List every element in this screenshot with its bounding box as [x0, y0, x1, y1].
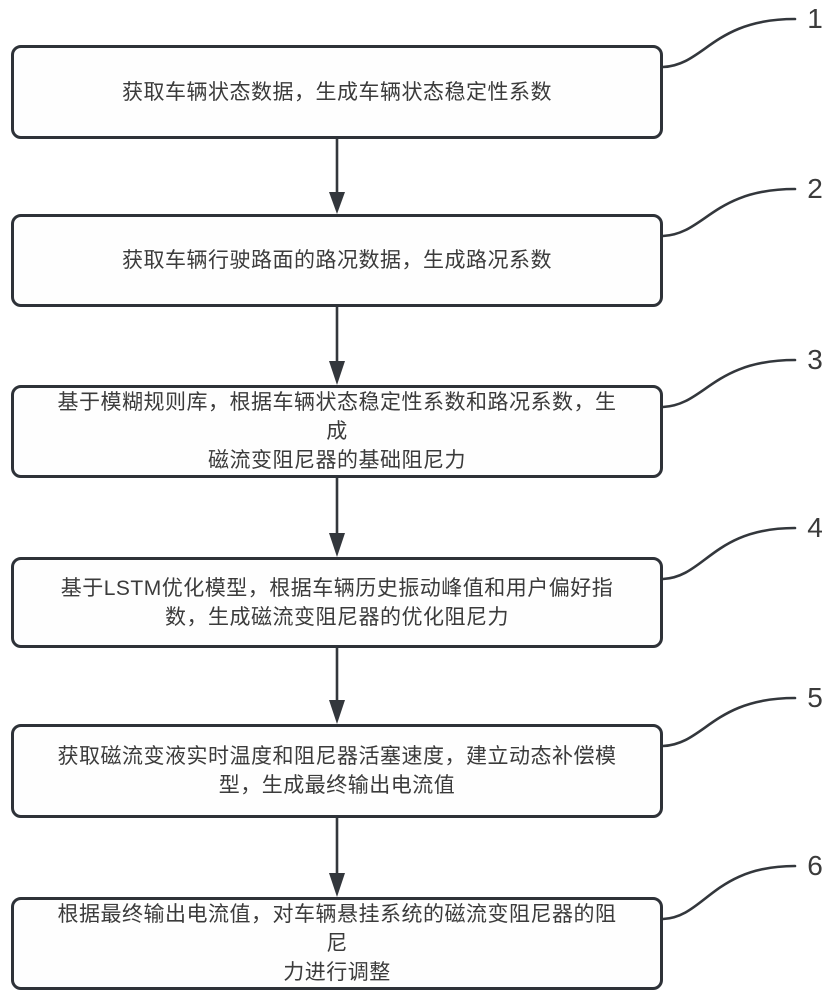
step-text-4: 基于LSTM优化模型，根据车辆历史振动峰值和用户偏好指 数，生成磁流变阻尼器的优… [60, 576, 614, 629]
ref-number-1: 1 [807, 3, 823, 34]
leader-line [661, 17, 797, 69]
leader-line [661, 358, 797, 409]
leader-line [661, 696, 797, 748]
step-box-5: 获取磁流变液实时温度和阻尼器活塞速度，建立动态补偿模 型，生成最终输出电流值 [11, 724, 663, 818]
ref-number-2: 2 [807, 173, 823, 204]
step-text-5: 获取磁流变液实时温度和阻尼器活塞速度，建立动态补偿模 型，生成最终输出电流值 [57, 745, 617, 797]
ref-number-4: 4 [807, 512, 823, 543]
step-box-6: 根据最终输出电流值，对车辆悬挂系统的磁流变阻尼器的阻尼 力进行调整 [11, 897, 663, 990]
step-box-2: 获取车辆行驶路面的路况数据，生成路况系数 [11, 214, 663, 307]
ref-number-3: 3 [807, 344, 823, 375]
leader-line [661, 526, 797, 581]
step-text-2: 获取车辆行驶路面的路况数据，生成路况系数 [122, 249, 552, 272]
step-text-3: 基于模糊规则库，根据车辆状态稳定性系数和路况系数，生成 磁流变阻尼器的基础阻尼力 [57, 391, 617, 472]
step-text-1: 获取车辆状态数据，生成车辆状态稳定性系数 [122, 80, 552, 104]
flow-arrow [329, 137, 345, 214]
step-box-4: 基于LSTM优化模型，根据车辆历史振动峰值和用户偏好指 数，生成磁流变阻尼器的优… [11, 557, 663, 648]
leader-line [661, 187, 797, 238]
flow-arrow [329, 646, 345, 724]
step-text-6: 根据最终输出电流值，对车辆悬挂系统的磁流变阻尼器的阻尼 力进行调整 [57, 903, 617, 984]
flow-arrow [329, 476, 345, 557]
flow-arrow [329, 816, 345, 897]
ref-number-6: 6 [807, 850, 823, 881]
leader-line [661, 864, 797, 921]
step-box-1: 获取车辆状态数据，生成车辆状态稳定性系数 [11, 45, 663, 139]
flow-arrow [329, 305, 345, 385]
step-box-3: 基于模糊规则库，根据车辆状态稳定性系数和路况系数，生成 磁流变阻尼器的基础阻尼力 [11, 385, 663, 478]
ref-number-5: 5 [807, 682, 823, 713]
